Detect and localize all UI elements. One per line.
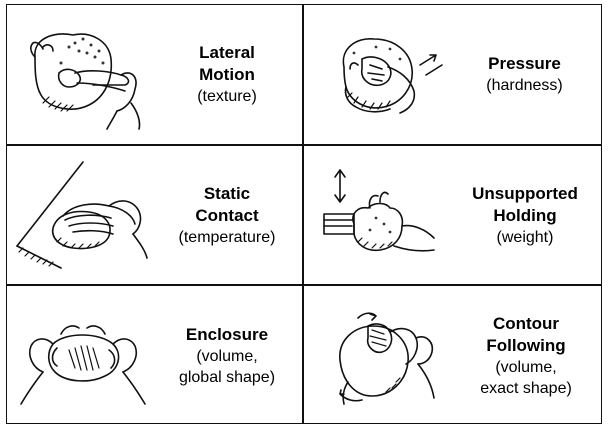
procedure-property: (temperature) bbox=[179, 227, 276, 248]
procedure-title: Following bbox=[486, 335, 565, 357]
pressure-hand-icon bbox=[310, 17, 450, 131]
procedure-property: (volume, bbox=[196, 346, 257, 367]
procedure-title: Contact bbox=[195, 205, 258, 227]
label-pressure: Pressure (hardness) bbox=[452, 5, 597, 144]
label-unsupported-holding: Unsupported Holding (weight) bbox=[452, 146, 598, 285]
label-contour-following: Contour Following (volume, exact shape) bbox=[454, 286, 598, 425]
contour-following-hand-icon bbox=[310, 298, 450, 412]
procedure-property: (volume, bbox=[495, 357, 556, 378]
procedure-title: Enclosure bbox=[186, 324, 268, 346]
lateral-motion-hand-icon bbox=[13, 17, 153, 131]
procedure-title: Lateral bbox=[199, 42, 255, 64]
exploratory-procedures-grid: Lateral Motion (texture) Pressure bbox=[6, 4, 602, 424]
procedure-property: (hardness) bbox=[486, 75, 562, 96]
enclosure-hands-icon bbox=[13, 298, 153, 412]
cell-lateral-motion: Lateral Motion (texture) bbox=[7, 5, 302, 144]
procedure-title: Pressure bbox=[488, 53, 561, 75]
unsupported-holding-hand-icon bbox=[310, 158, 450, 272]
procedure-title: Unsupported bbox=[472, 183, 578, 205]
procedure-title: Static bbox=[204, 183, 250, 205]
label-lateral-motion: Lateral Motion (texture) bbox=[157, 5, 297, 144]
label-static-contact: Static Contact (temperature) bbox=[157, 146, 297, 285]
procedure-property: (weight) bbox=[497, 227, 554, 248]
procedure-property: global shape) bbox=[179, 367, 275, 388]
procedure-property: exact shape) bbox=[480, 378, 572, 399]
cell-enclosure: Enclosure (volume, global shape) bbox=[7, 286, 302, 425]
procedure-title: Motion bbox=[199, 64, 255, 86]
cell-contour-following: Contour Following (volume, exact shape) bbox=[304, 286, 599, 425]
static-contact-hand-icon bbox=[13, 158, 153, 272]
cell-pressure: Pressure (hardness) bbox=[304, 5, 599, 144]
procedure-property: (texture) bbox=[197, 86, 257, 107]
procedure-title: Contour bbox=[493, 313, 559, 335]
label-enclosure: Enclosure (volume, global shape) bbox=[157, 286, 297, 425]
cell-unsupported-holding: Unsupported Holding (weight) bbox=[304, 146, 599, 285]
cell-static-contact: Static Contact (temperature) bbox=[7, 146, 302, 285]
procedure-title: Holding bbox=[493, 205, 556, 227]
